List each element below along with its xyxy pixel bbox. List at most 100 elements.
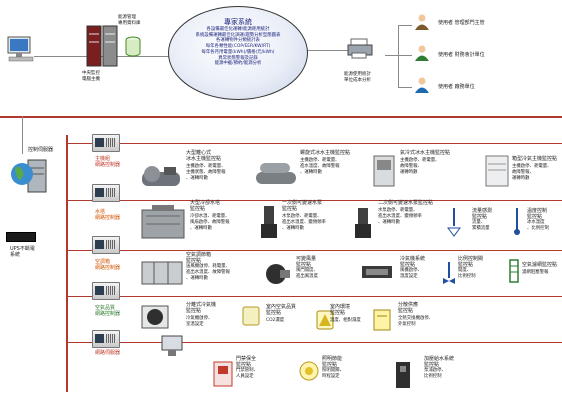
supply-controller-icon <box>372 308 392 332</box>
user-label: 使用者 管理部門主管 <box>438 20 485 26</box>
booster-pump-icon <box>392 360 414 390</box>
centrifugal-chiller-icon <box>140 164 182 190</box>
ups-icon <box>6 232 36 242</box>
expert-line: 異常狀態警報及記錄 <box>218 55 258 61</box>
globe-server-icon <box>8 156 50 194</box>
cooling-tower-icon <box>140 204 186 240</box>
user-link-1 <box>398 25 412 26</box>
controller-label: 水塔 網路控制器 <box>95 209 121 221</box>
equipment-desc: 冰水溫度 、比例控制 <box>527 220 549 231</box>
equipment-desc: 照明開關、 時程設定 <box>322 368 344 379</box>
expert-line: 每年各類性能(COP/EER/KW/RT) <box>205 44 271 50</box>
equipment-title: 螺旋式冰水主機監控點 <box>300 150 351 156</box>
controller-label: 空氣品質 網路控制器 <box>95 305 121 317</box>
equipment-desc: 水泵啟停、耗電量、 進出水溫度、變頻頻率 、運轉時數 <box>378 208 422 225</box>
expert-line: 每年各月用電量(kWh)/價格(元/kWh) <box>201 49 275 55</box>
equipment-desc: CO2濃度 <box>266 318 285 323</box>
equipment-title: 空氣濾網監控點 <box>522 262 558 268</box>
equipment-desc: 送風機啟停、耗電量、 進出水溫度、故障警報 、運轉時數 <box>186 264 230 281</box>
energy-analysis-label: 能源使用統計 單位成本分析 <box>344 72 371 83</box>
equipment-title: 一次側可變速水泵 監控點 <box>282 200 323 212</box>
central-host-label: 中央監控 電腦主機 <box>82 71 100 82</box>
bus-row-2 <box>66 200 562 201</box>
equipment-title: 門禁保全 監控點 <box>236 356 257 368</box>
bus-row-5 <box>66 342 562 343</box>
equipment-desc: 主機啟停、耗電量、 故障警報、 運轉時數 <box>400 158 440 175</box>
user-link-2 <box>385 55 412 56</box>
expert-system-lines: 各設備最佳化運轉/能源耗用統計 系統設備運轉最佳化調運/趨勢分析型態圖表 各運轉… <box>175 27 301 67</box>
controller-rack <box>92 330 120 348</box>
equipment-desc: 泵浦啟停、 比例控制 <box>424 368 446 379</box>
packaged-unit-icon <box>484 154 510 188</box>
pump-icon <box>258 204 280 242</box>
equipment-title: 加壓給水系統 監控點 <box>424 356 455 368</box>
iaq-sensor-icon <box>240 304 262 328</box>
air-cooled-chiller-icon <box>372 154 396 188</box>
user-icon <box>414 45 430 61</box>
user-link-3 <box>398 87 412 88</box>
database-icon <box>124 36 142 58</box>
equipment-title: 空氣調節箱 監控點 <box>186 252 212 264</box>
control-server-label: 控制伺服器 <box>28 147 54 153</box>
equipment-desc: 門禁管制、 人員設定 <box>236 368 258 379</box>
bus-row-4 <box>66 296 562 297</box>
user-branch <box>398 25 399 87</box>
equipment-desc: 冷卻水溫、耗電量、 風扇啟停、故障警報 、運轉時數 <box>190 214 230 231</box>
user-label: 使用者 財務會計單位 <box>438 52 485 58</box>
equipment-title: 分散供應 監控點 <box>398 302 419 314</box>
equipment-title: 室內環境 監控點 <box>330 304 351 316</box>
equipment-desc: 主機啟停、耗電量、 主機狀態、故障警報 、運轉時數 <box>186 164 226 181</box>
server-link <box>22 116 23 154</box>
equipment-title: 大型冷卻水塔 監控點 <box>190 200 221 212</box>
equipment-title: 大型離心式 冰水主機監控點 <box>186 150 222 162</box>
fan-coil-icon <box>360 262 394 282</box>
air-handler-icon <box>140 258 184 288</box>
top-bus-line <box>0 116 562 118</box>
equipment-title: 流量感測 監控點 <box>472 208 493 220</box>
controller-rack <box>92 282 120 300</box>
equipment-title: 冷氣機系統 監控點 <box>400 256 426 268</box>
database-label: 能源管理 專用資料庫 <box>118 15 141 26</box>
expert-line: 能源中截/節約/能源分析 <box>214 61 262 67</box>
central-host-server-icon <box>85 24 121 70</box>
expert-line: 各設備最佳化運轉/能源耗用統計 <box>206 27 270 32</box>
equipment-desc: 水泵啟停、耗電量、 進出水溫度、變頻頻率 、運轉時數 <box>282 214 326 231</box>
expert-system-title: 專家系統 <box>224 18 252 26</box>
equipment-desc: 主機啟停、耗電量、 故障警報、 運轉時數 <box>512 164 552 181</box>
user-icon <box>414 77 430 93</box>
monitor-icon <box>160 334 184 358</box>
user-icon <box>414 14 430 30</box>
user-label: 使用者 廠務單位 <box>438 84 475 90</box>
access-control-icon <box>212 360 234 388</box>
control-valve-icon <box>442 260 456 286</box>
bus-row-3 <box>66 250 562 251</box>
flow-sensor-icon <box>446 206 462 238</box>
expert-system-ellipse: 專家系統 各設備最佳化運轉/能源耗用統計 系統設備運轉最佳化調運/趨勢分析型態圖… <box>168 6 308 100</box>
bus-row-1 <box>66 143 562 144</box>
top-link-line-right <box>305 50 355 51</box>
equipment-title: 分離式冷氣機 監控點 <box>186 302 217 314</box>
controller-rack <box>92 184 120 202</box>
filter-sensor-icon <box>508 258 520 284</box>
workstation-icon <box>6 36 36 62</box>
equipment-desc: 風機啟停、 溫度設定 <box>400 268 422 279</box>
vav-damper-icon <box>262 262 292 286</box>
ups-label: UPS不斷電 系統 <box>10 246 35 258</box>
equipment-title: 照明節能 監控點 <box>322 356 343 368</box>
equipment-title: 溫度控制 監控點 <box>527 208 548 220</box>
printer-icon <box>346 38 376 60</box>
screw-chiller-icon <box>254 160 298 188</box>
equipment-desc: 流量、 累積流量 <box>472 220 490 231</box>
equipment-title: 比例控制閥 監控點 <box>458 256 484 268</box>
equipment-title: 氣冷式冰水主機監控點 <box>400 150 451 156</box>
temperature-sensor-icon <box>510 206 524 236</box>
equipment-desc: 主機啟停、耗電量、 進水溫度、故障警報 、運轉時數 <box>300 158 340 175</box>
equipment-desc: 風門開度、 進出風溫度 <box>296 268 318 279</box>
controller-label: 空調箱 網路控制器 <box>95 259 121 271</box>
environment-sensor-icon <box>314 308 336 332</box>
lighting-icon <box>298 360 320 384</box>
vertical-bus-line <box>66 135 68 392</box>
equipment-desc: 冷氣機啟停、 室溫設定 <box>186 316 213 327</box>
controller-label: 主機組 網路控制器 <box>95 156 121 168</box>
controller-label: 網路伺服器 <box>95 350 121 356</box>
